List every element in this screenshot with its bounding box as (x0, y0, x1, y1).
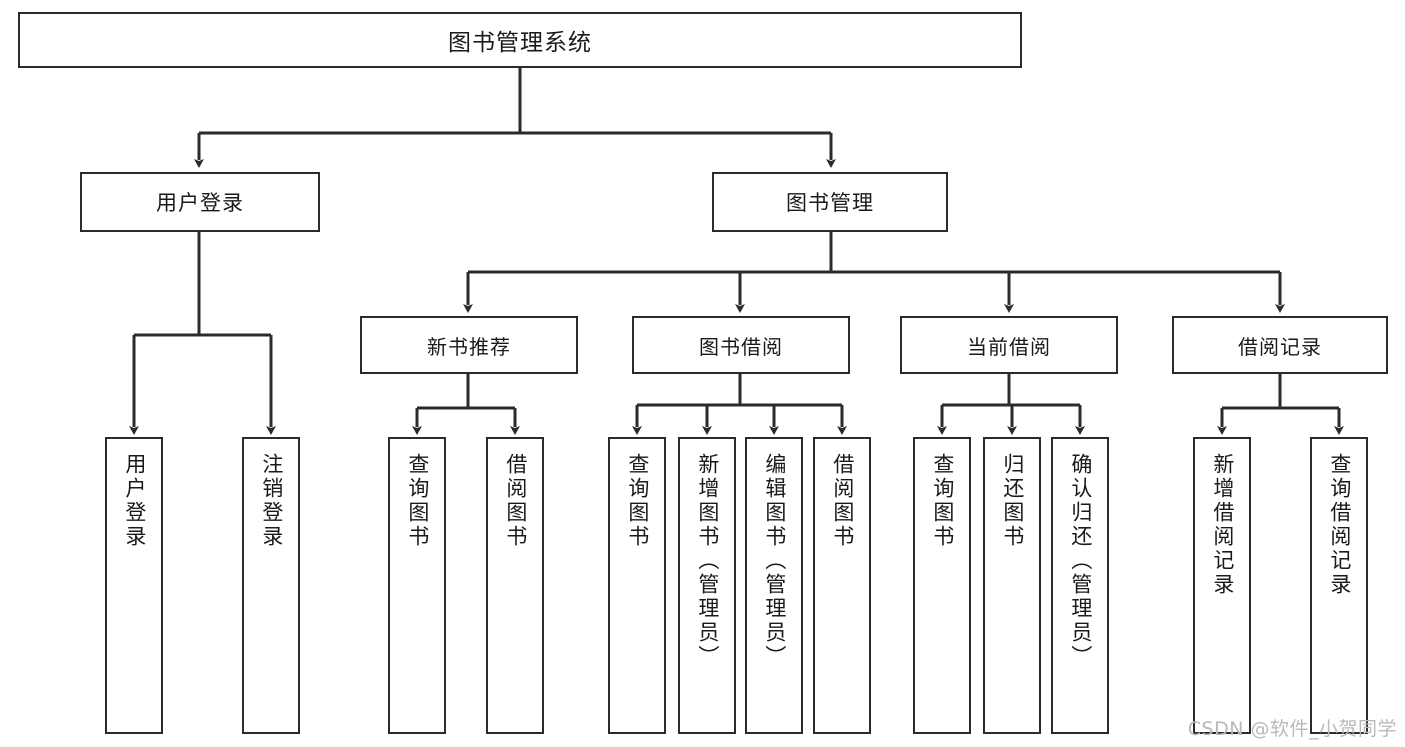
node-leaf-query-book-1-label: 查询图书 (405, 453, 430, 549)
node-leaf-return-book[interactable]: 归还图书 (983, 437, 1041, 734)
node-leaf-borrow-book-2-label: 借阅图书 (830, 453, 855, 549)
node-leaf-user-login-label: 用户登录 (122, 453, 147, 549)
node-leaf-add-book[interactable]: 新增图书（管理员） (678, 437, 736, 734)
node-leaf-borrow-book-1[interactable]: 借阅图书 (486, 437, 544, 734)
node-leaf-query-book-3-label: 查询图书 (930, 453, 955, 549)
node-current-borrow-label: 当前借阅 (967, 334, 1051, 359)
node-leaf-confirm-return-label: 确认归还（管理员） (1068, 453, 1093, 669)
node-root[interactable]: 图书管理系统 (18, 12, 1022, 68)
node-leaf-logout-login[interactable]: 注销登录 (242, 437, 300, 734)
node-borrow-record[interactable]: 借阅记录 (1172, 316, 1388, 374)
node-root-label: 图书管理系统 (448, 30, 592, 56)
node-book-management-label: 图书管理 (786, 191, 874, 215)
node-current-borrow[interactable]: 当前借阅 (900, 316, 1118, 374)
node-leaf-add-record[interactable]: 新增借阅记录 (1193, 437, 1251, 734)
node-book-management[interactable]: 图书管理 (712, 172, 948, 232)
node-borrow-record-label: 借阅记录 (1238, 334, 1322, 359)
node-leaf-query-book-2-label: 查询图书 (625, 453, 650, 549)
node-leaf-borrow-book-2[interactable]: 借阅图书 (813, 437, 871, 734)
node-leaf-add-record-label: 新增借阅记录 (1210, 453, 1235, 597)
node-book-borrow[interactable]: 图书借阅 (632, 316, 850, 374)
node-leaf-confirm-return[interactable]: 确认归还（管理员） (1051, 437, 1109, 734)
node-leaf-borrow-book-1-label: 借阅图书 (503, 453, 528, 549)
node-leaf-query-book-1[interactable]: 查询图书 (388, 437, 446, 734)
node-leaf-query-book-3[interactable]: 查询图书 (913, 437, 971, 734)
node-leaf-return-book-label: 归还图书 (1000, 453, 1025, 549)
node-new-book-recommend[interactable]: 新书推荐 (360, 316, 578, 374)
node-leaf-logout-login-label: 注销登录 (259, 453, 284, 549)
node-leaf-query-record-label: 查询借阅记录 (1327, 453, 1352, 597)
node-leaf-edit-book-label: 编辑图书（管理员） (762, 453, 787, 669)
csdn-watermark: CSDN @软件_小贺同学 (1187, 718, 1397, 740)
node-user-login-label: 用户登录 (156, 191, 244, 215)
node-leaf-query-book-2[interactable]: 查询图书 (608, 437, 666, 734)
node-leaf-user-login[interactable]: 用户登录 (105, 437, 163, 734)
node-new-book-recommend-label: 新书推荐 (427, 334, 511, 359)
node-book-borrow-label: 图书借阅 (699, 334, 783, 359)
node-leaf-add-book-label: 新增图书（管理员） (695, 453, 720, 669)
node-leaf-edit-book[interactable]: 编辑图书（管理员） (745, 437, 803, 734)
node-leaf-query-record[interactable]: 查询借阅记录 (1310, 437, 1368, 734)
node-user-login[interactable]: 用户登录 (80, 172, 320, 232)
